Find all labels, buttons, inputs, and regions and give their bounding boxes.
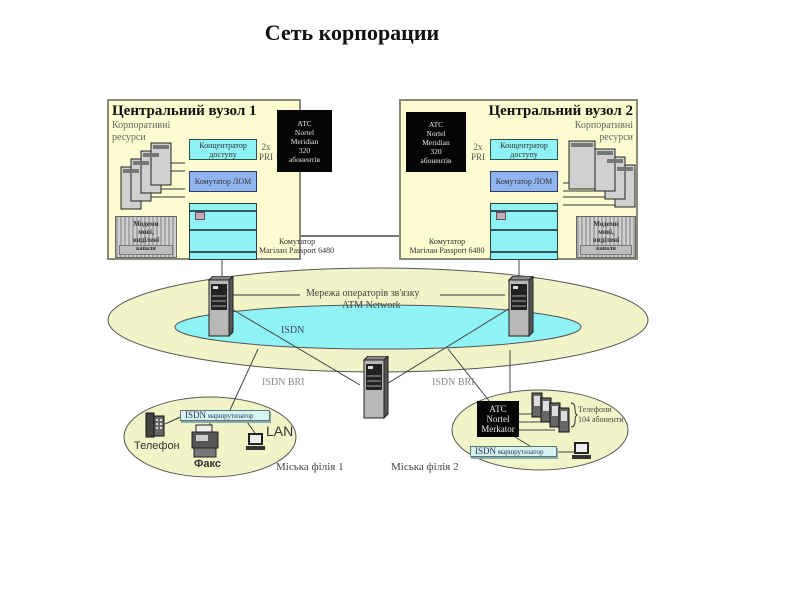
access-concentrator[interactable]: Концентратор доступу <box>490 139 558 160</box>
fax-label: Факс <box>194 458 221 470</box>
b2-router-link <box>514 436 531 447</box>
router-type: ISDN <box>475 446 497 456</box>
backbone-switch-passport[interactable] <box>490 203 558 260</box>
status-led-icon <box>195 212 205 220</box>
isdn-bri-label-left: ISDN BRI <box>262 377 305 388</box>
router-type: ISDN <box>185 410 207 420</box>
branch1-isdn-router[interactable]: ISDN маршрутизатор <box>180 410 270 421</box>
telephone-icon <box>145 412 165 438</box>
carrier-network-label: Мережа операторів зв'язку <box>306 288 420 299</box>
central-node-2-title: Центральний вузол 2 <box>488 103 633 119</box>
branch2-isdn-router[interactable]: ISDN маршрутизатор <box>470 446 557 457</box>
pbx-line3: Meridian <box>422 137 450 147</box>
corporate-resources-label: Корпоративні ресурси <box>575 120 633 144</box>
backbone-switch-label: Комутатор Магілан Passport 6480 <box>259 237 359 255</box>
central-isdn-switch-icon[interactable] <box>360 356 390 420</box>
computer-icon <box>572 442 591 459</box>
modem-line2: мові, <box>598 228 614 236</box>
page-title-text: Сеть корпорации <box>264 20 440 45</box>
pbx-line4: 320 <box>298 145 311 155</box>
brace-icon <box>570 402 578 428</box>
isdn-ellipse <box>174 304 582 350</box>
bs-line1: Комутатор <box>279 237 316 246</box>
modem-rack[interactable]: Модеми мові, виділені канали <box>576 216 636 258</box>
pri-link-label: 2x PRI <box>471 142 485 162</box>
pbx-line2: Nortel <box>486 414 510 424</box>
pbx-line1: АТС <box>297 118 312 128</box>
pbx-line1: АТС <box>428 119 444 129</box>
servers-icon <box>563 140 636 208</box>
isdn-bri-label-right: ISDN BRI <box>432 377 475 388</box>
pbx-line1: АТС <box>489 404 507 414</box>
telephones-icon <box>531 392 570 433</box>
modem-line1: Модеми <box>593 220 619 228</box>
branch1-name: Міська філія 1 <box>276 461 344 473</box>
modem-line3: виділені <box>132 236 160 244</box>
telephone-label: Телефон <box>134 440 180 452</box>
pbx-line5: абонентів <box>288 154 321 164</box>
router-label: маршрутизатор <box>207 412 254 420</box>
pbx-line2: Nortel <box>294 127 315 137</box>
corp-res-line2: ресурси <box>599 132 633 143</box>
central-node-1: Центральний вузол 1 Корпоративні ресурси… <box>107 99 334 260</box>
corp-res-line2: ресурси <box>112 132 146 143</box>
servers-icon <box>120 142 185 210</box>
pbx-line4: 320 <box>430 146 442 156</box>
modem-line1: Модеми <box>133 220 159 228</box>
pbx-line3: Meridian <box>290 136 319 146</box>
cross-link-1 <box>224 304 361 386</box>
phones-line2: 104 абоненти <box>578 415 624 424</box>
corp-res-line1: Корпоративні <box>112 120 171 131</box>
pbx-meridian[interactable]: АТС Nortel Meridian 320 абонентів <box>406 112 466 172</box>
central-node-1-title: Центральний вузол 1 <box>112 103 257 119</box>
router-label: маршрутизатор <box>497 448 544 456</box>
access-concentrator[interactable]: Концентратор доступу <box>189 139 257 160</box>
lan-switch[interactable]: Комутатор ЛОМ <box>189 171 257 192</box>
modem-line3: виділені <box>592 236 620 244</box>
branch2-name: Міська філія 2 <box>391 461 459 473</box>
computer-icon <box>246 433 265 450</box>
phones-line1: Телефони <box>578 405 612 414</box>
fax-icon <box>191 424 219 458</box>
phones-label: Телефони 104 абоненти <box>578 405 624 425</box>
central-node-2: Центральний вузол 2 Корпоративні ресурси… <box>399 99 638 260</box>
corp-res-line1: Корпоративні <box>574 120 633 131</box>
b1-lan-link <box>244 418 256 434</box>
isdn-bri-link-1 <box>229 348 259 411</box>
page-title: Сеть корпорации <box>0 20 800 46</box>
modem-line2: мові, <box>138 228 154 236</box>
pri-type: PRI <box>259 152 274 162</box>
isdn-label: ISDN <box>281 325 305 336</box>
modem-line4: канали <box>119 245 173 255</box>
lan-label: LAN <box>266 423 294 439</box>
modem-rack[interactable]: Модеми мові, виділені канали <box>115 216 177 258</box>
modem-line4: канали <box>580 245 632 255</box>
pbx-line2: Nortel <box>426 128 446 138</box>
pbx-line5: абонентів <box>420 155 452 165</box>
corporate-resources-label: Корпоративні ресурси <box>112 120 170 144</box>
pri-link-label: 2x PRI <box>259 142 273 162</box>
branch2-pbx-merkator[interactable]: АТС Nortel Merkator <box>477 401 519 437</box>
cross-link-2 <box>384 304 516 386</box>
bs-line1: Комутатор <box>428 237 466 246</box>
pri-count: 2x <box>261 142 271 152</box>
pri-count: 2x <box>473 142 483 152</box>
edge-switch-2-icon[interactable] <box>505 276 535 338</box>
backbone-switch-passport[interactable] <box>189 203 257 260</box>
backbone-switch-label: Комутатор Магілан Passport 6480 <box>403 237 491 255</box>
bs-line2: Магілан Passport 6480 <box>259 246 335 255</box>
atm-network-label: ATM Network <box>342 300 401 311</box>
status-led-icon <box>496 212 506 220</box>
pri-type: PRI <box>471 152 486 162</box>
edge-switch-1-icon[interactable] <box>205 276 235 338</box>
pbx-meridian[interactable]: АТС Nortel Meridian 320 абонентів <box>277 110 332 172</box>
bs-line2: Магілан Passport 6480 <box>409 246 485 255</box>
lan-switch[interactable]: Комутатор ЛОМ <box>490 171 558 192</box>
isdn-bri-link-2 <box>447 348 491 403</box>
pbx-line3: Merkator <box>481 424 515 434</box>
